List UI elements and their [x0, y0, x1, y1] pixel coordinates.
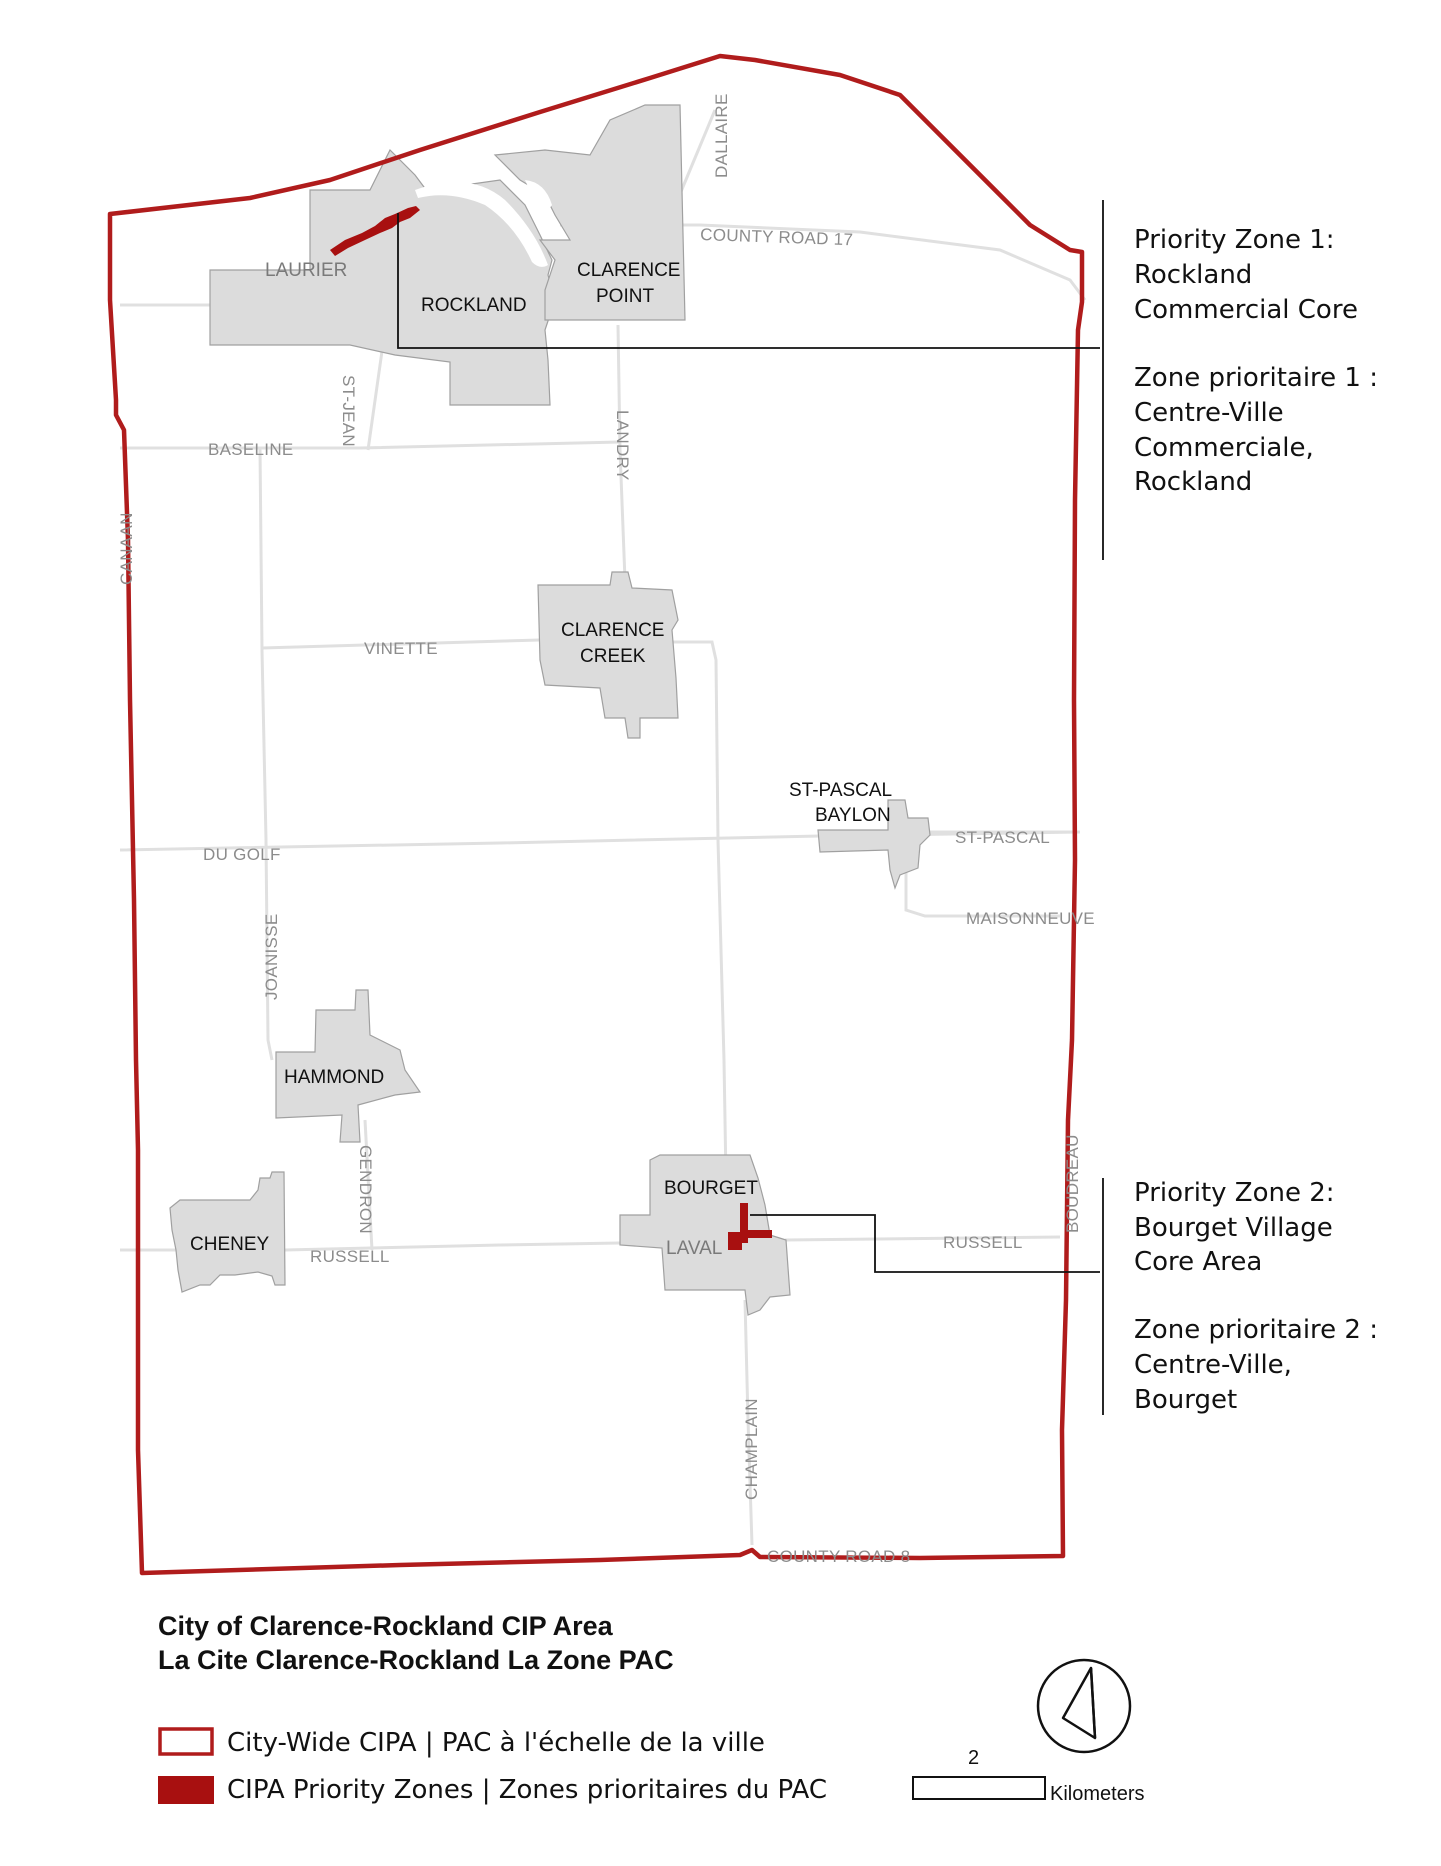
place-label-clarence-creek-2: CREEK: [580, 646, 646, 667]
scale-value: 2: [968, 1747, 979, 1769]
place-labels: LAURIER ROCKLAND CLARENCE POINT CLARENCE…: [190, 260, 892, 1259]
place-label-bourget: BOURGET: [664, 1178, 758, 1199]
zone2-line-3: Core Area: [1134, 1247, 1262, 1277]
title-line-1: City of Clarence-Rockland CIP Area: [158, 1611, 614, 1641]
place-label-laurier: LAURIER: [265, 260, 347, 281]
road-label-russell-east: RUSSELL: [943, 1233, 1023, 1252]
road-label-gendron: GENDRON: [356, 1145, 375, 1234]
zone1-leader-line: [397, 213, 1100, 349]
road-label-champlain: CHAMPLAIN: [742, 1398, 761, 1500]
road-label-boudreau: BOUDREAU: [1063, 1134, 1082, 1233]
zone2-annotation: Priority Zone 2: Bourget Village Core Ar…: [1134, 1178, 1378, 1415]
road-joanisse: [258, 447, 274, 1061]
place-label-hammond: HAMMOND: [284, 1067, 384, 1088]
settlement-clarence-creek: [537, 571, 679, 739]
zone2-leader-line: [750, 1214, 1100, 1273]
river-island: [525, 180, 552, 209]
place-label-clarence-creek-1: CLARENCE: [561, 620, 664, 641]
priority-zone-2-bourget-a: [740, 1203, 748, 1243]
settlement-hammond: [275, 989, 422, 1143]
place-label-clarence-point-2: POINT: [596, 286, 654, 307]
zone2-line-7: Bourget: [1134, 1385, 1237, 1415]
river-channel: [415, 182, 548, 267]
settlement-bourget: [619, 1154, 791, 1316]
road-label-joanisse: JOANISSE: [262, 914, 281, 1000]
road-label-county-road-8: COUNTY ROAD 8: [767, 1547, 910, 1566]
zone2-line-6: Centre-Ville,: [1134, 1350, 1292, 1380]
zone1-line-1: Priority Zone 1:: [1134, 225, 1335, 255]
north-arrow-icon: [1036, 1658, 1132, 1754]
zone1-line-8: Rockland: [1134, 467, 1252, 497]
zone1-line-7: Commerciale,: [1134, 433, 1314, 463]
place-label-cheney: CHENEY: [190, 1234, 270, 1255]
road-creek-east: [670, 640, 728, 1181]
road-label-county-road-17: COUNTY ROAD 17: [700, 225, 854, 249]
priority-zone-2-bourget-c: [742, 1230, 772, 1238]
zone2-line-1: Priority Zone 2:: [1134, 1178, 1335, 1208]
zone1-line-3: Commercial Core: [1134, 295, 1358, 325]
road-label-canaan: CANAAN: [117, 512, 136, 585]
place-label-rockland: ROCKLAND: [421, 295, 527, 316]
road-label-russell-west: RUSSELL: [310, 1247, 390, 1266]
road-gendron: [363, 1119, 374, 1251]
road-label-landry: LANDRY: [613, 410, 632, 480]
road-label-baseline: BASELINE: [208, 440, 294, 459]
road-label-dallaire: DALLAIRE: [712, 93, 731, 178]
road-vinette: [261, 638, 541, 650]
zone1-line-6: Centre-Ville: [1134, 398, 1284, 428]
road-baseline: [120, 440, 621, 450]
place-label-clarence-point-1: CLARENCE: [577, 260, 680, 281]
water-features: [415, 180, 552, 267]
road-landry: [616, 324, 627, 581]
place-label-st-pascal-baylon-1: ST-PASCAL: [789, 780, 892, 801]
title-line-2: La Cite Clarence-Rockland La Zone PAC: [158, 1645, 674, 1675]
map-title: City of Clarence-Rockland CIP Area La Ci…: [158, 1611, 674, 1675]
priority-zone-2-bourget-b: [728, 1232, 742, 1250]
leader-lines: [397, 200, 1104, 1415]
legend-label-citywide: City-Wide CIPA | PAC à l'échelle de la v…: [227, 1728, 765, 1758]
legend-label-priority: CIPA Priority Zones | Zones prioritaires…: [227, 1775, 827, 1805]
zone1-line-5: Zone prioritaire 1 :: [1134, 363, 1378, 393]
settlements: [169, 104, 931, 1316]
zone1-line-2: Rockland: [1134, 260, 1252, 290]
zone1-annotation: Priority Zone 1: Rockland Commercial Cor…: [1134, 225, 1378, 497]
zone2-line-2: Bourget Village: [1134, 1213, 1333, 1243]
settlement-st-pascal-baylon: [817, 799, 931, 890]
place-label-laval: LAVAL: [666, 1238, 722, 1259]
place-label-st-pascal-baylon-2: BAYLON: [815, 805, 891, 826]
settlement-cheney: [169, 1171, 286, 1293]
zone2-line-5: Zone prioritaire 2 :: [1134, 1315, 1378, 1345]
scale-bar-box: [912, 1776, 1046, 1800]
road-label-st-jean: ST-JEAN: [339, 375, 358, 447]
legend-swatch-priority: [158, 1776, 214, 1804]
road-labels: DALLAIRE COUNTY ROAD 17 ST-JEAN LANDRY B…: [117, 93, 1095, 1566]
legend-swatch-citywide: [158, 1727, 214, 1756]
city-wide-cipa-boundary: [107, 53, 1085, 1576]
road-maisonneuve: [904, 860, 1060, 918]
road-label-st-pascal: ST-PASCAL: [955, 828, 1050, 847]
road-label-vinette: VINETTE: [364, 639, 438, 658]
legend: City-Wide CIPA | PAC à l'échelle de la v…: [158, 1727, 827, 1805]
settlement-laurier-rockland: [209, 148, 556, 406]
road-label-du-golf: DU GOLF: [203, 845, 281, 864]
road-label-maisonneuve: MAISONNEUVE: [966, 909, 1095, 928]
road-champlain: [743, 1299, 754, 1546]
scale-bar: 2 Kilometers: [912, 1747, 1144, 1805]
road-du-golf: [119, 830, 1081, 852]
scale-unit: Kilometers: [1050, 1783, 1144, 1805]
